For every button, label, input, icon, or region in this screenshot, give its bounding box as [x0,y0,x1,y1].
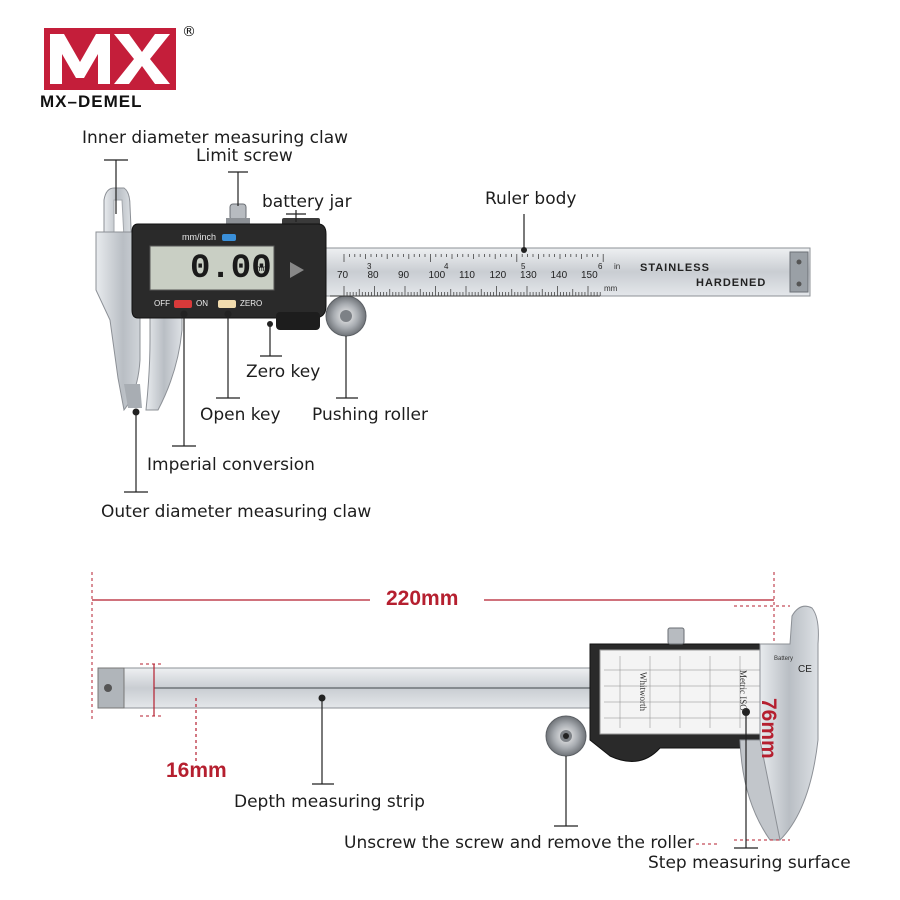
lcd-screen [149,245,275,291]
outer-claw-back [759,605,819,841]
label-pushing-roller: Pushing roller [312,405,428,425]
label-limit-screw: Limit screw [196,146,293,166]
label-step-surface: Step measuring surface [648,853,851,873]
registered-mark: ® [182,24,196,40]
ruler-stamp-hardened: HARDENED [696,277,767,289]
mm-tick-label: 130 [520,270,537,281]
brand-name: MX–DEMEL [40,92,143,111]
label-remove-roller: Unscrew the screw and remove the roller [344,833,695,853]
off-button[interactable] [174,300,192,308]
label-open-key: Open key [200,405,281,425]
zero-label: ZERO [240,299,263,308]
mm-tick-label: 110 [459,270,475,281]
mode-label: mm/inch [182,232,217,242]
off-label: OFF [154,299,170,308]
mm-tick-label: 120 [489,270,507,281]
dimension-depth: 16mm [166,759,227,782]
label-outer-claw: Outer diameter measuring claw [101,502,372,522]
mm-tick-label: 150 [581,270,598,281]
dimension-height: 76mm [757,698,780,759]
mm-tick-label: 90 [398,270,410,281]
lcd-unit: mm [256,264,270,273]
caliper-front-view [95,159,811,493]
mm-tick-label: 100 [428,270,446,281]
mm-scale-label: mm [604,284,618,293]
outer-claw-slider [145,299,183,411]
mm-tick-label: 80 [367,270,379,281]
back-label-plate [599,649,777,735]
dimension-length: 220mm [386,587,459,610]
label-imperial-conversion: Imperial conversion [147,455,315,475]
inch-tick-label: 5 [521,262,526,271]
caliper-back-view [91,572,819,849]
back-plate-ce: CE [798,664,812,675]
inch-tick-label: 3 [367,262,372,271]
inch-scale-label: in [614,262,621,271]
mode-button[interactable] [222,234,236,241]
limit-screw [229,203,247,221]
label-battery-jar: battery jar [262,192,352,212]
back-plate-battery: Battery [774,656,794,662]
zero-button[interactable] [218,300,236,308]
label-inner-claw: Inner diameter measuring claw [82,128,349,148]
label-zero-key: Zero key [246,362,321,382]
label-depth-strip: Depth measuring strip [234,792,425,812]
label-ruler-body: Ruler body [485,189,577,209]
back-plate-title-whitworth: Whitworth [638,672,648,711]
lcd-reading: 0.00 [190,250,272,288]
inch-tick-label: 4 [444,262,449,271]
mm-tick-label: 140 [550,270,568,281]
brand-logo [44,28,176,90]
inch-tick-label: 6 [598,262,603,271]
ruler-stamp-stainless: STAINLESS [640,262,710,274]
back-plate-title-metric: Metric ISO [738,670,748,711]
mm-tick-label: 70 [337,270,349,281]
on-label: ON [196,299,208,308]
